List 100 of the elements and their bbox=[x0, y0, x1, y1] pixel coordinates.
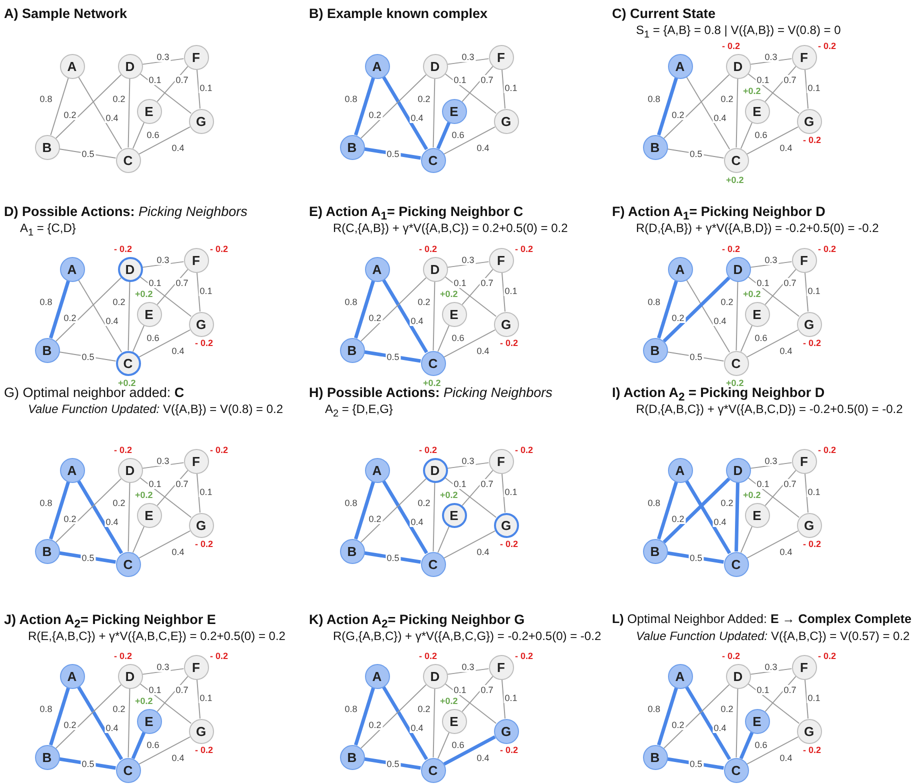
graph-edge bbox=[501, 678, 506, 720]
reward-label: +0.2 bbox=[726, 378, 744, 388]
edge-weight: 0.5 bbox=[386, 149, 400, 159]
graph-edge bbox=[437, 325, 450, 352]
edge-weight: 0.2 bbox=[62, 110, 78, 120]
edge-weight: 0.3 bbox=[460, 52, 476, 62]
edge-weight: 0.4 bbox=[410, 723, 424, 733]
graph-edge bbox=[804, 472, 809, 514]
graph-edge bbox=[132, 325, 145, 352]
edge-weight: 0.7 bbox=[174, 685, 190, 695]
graph-node: G bbox=[796, 718, 822, 744]
reward-label: - 0.2 bbox=[515, 244, 534, 254]
edge-weight: 0.4 bbox=[410, 113, 424, 123]
panel-formula: R(D,{A,B,C}) + γ*V({A,B,C,D}) = -0.2+0.5(0) = -0.2 bbox=[636, 402, 903, 417]
graph-node: C bbox=[724, 758, 748, 782]
graph-edge bbox=[196, 272, 201, 312]
graph-edge bbox=[354, 77, 375, 136]
edge-weight: 0.2 bbox=[112, 297, 126, 307]
graph-edge bbox=[432, 482, 436, 552]
edge-weight: 0.6 bbox=[450, 333, 466, 343]
graph-edge bbox=[360, 277, 427, 342]
graph-node: D bbox=[726, 664, 750, 688]
edge-weight: 0.4 bbox=[170, 346, 186, 356]
graph-edge bbox=[746, 329, 798, 358]
edge-weight: 0.4 bbox=[170, 753, 186, 763]
graph-node: F bbox=[184, 654, 208, 680]
edge-weight: 0.1 bbox=[452, 479, 468, 489]
edge-weight: 0.2 bbox=[368, 720, 382, 730]
graph-node: E bbox=[136, 302, 162, 326]
edge-weight: 0.4 bbox=[476, 547, 490, 557]
graph-edge bbox=[462, 470, 494, 506]
panel-title: K) Action A$_{2}$= Picking Neighbor G bbox=[309, 612, 525, 631]
graph-node: B bbox=[340, 338, 364, 362]
reward-label: +0.2 bbox=[118, 378, 136, 388]
panel-title: J) Action A$_{2}$= Picking Neighbor E bbox=[4, 612, 216, 631]
edge-weight: 0.4 bbox=[778, 547, 794, 557]
graph-edge bbox=[132, 122, 145, 149]
edge-weight: 0.5 bbox=[80, 759, 96, 769]
edge-weight: 0.3 bbox=[764, 52, 778, 62]
reward-label: - 0.2 bbox=[114, 445, 132, 455]
edge-weight: 0.2 bbox=[720, 297, 734, 307]
graph-node: C bbox=[724, 148, 748, 172]
graph-node: D bbox=[118, 256, 142, 282]
edge-weight: 0.1 bbox=[148, 479, 162, 489]
graph-edge bbox=[360, 74, 427, 139]
edge-weight: 0.4 bbox=[104, 316, 120, 326]
edge-weight: 0.2 bbox=[720, 704, 734, 714]
graph-edge bbox=[750, 668, 792, 675]
reward-label: +0.2 bbox=[743, 490, 761, 500]
graph-node: D bbox=[726, 256, 750, 282]
graph-edge bbox=[739, 732, 754, 760]
graph-edge bbox=[686, 279, 730, 353]
edge-weight: 0.3 bbox=[156, 255, 170, 265]
edge-weight: 0.1 bbox=[198, 487, 214, 497]
reward-label: - 0.2 bbox=[803, 338, 822, 348]
graph-node: C bbox=[420, 148, 446, 172]
graph-node: B bbox=[340, 538, 364, 564]
graph-node: F bbox=[792, 448, 816, 474]
edge-weight: 0.2 bbox=[720, 498, 734, 508]
edge-weight: 0.3 bbox=[156, 662, 170, 672]
graph-edge bbox=[142, 58, 184, 65]
edge-weight: 0.5 bbox=[80, 352, 96, 362]
edge-weight: 0.8 bbox=[344, 704, 358, 714]
graph-edge bbox=[138, 736, 190, 765]
edge-weight: 0.2 bbox=[720, 94, 734, 104]
edge-weight: 0.7 bbox=[480, 479, 494, 489]
graph-edge bbox=[657, 77, 678, 136]
graph-edge bbox=[747, 73, 800, 114]
graph-edge bbox=[142, 261, 184, 268]
reward-label: +0.2 bbox=[743, 86, 761, 96]
graph-node: B bbox=[34, 744, 60, 770]
edge-weight: 0.1 bbox=[806, 693, 822, 703]
edge-weight: 0.4 bbox=[476, 753, 490, 763]
graph-node: A bbox=[668, 664, 692, 688]
edge-weight: 0.1 bbox=[452, 278, 468, 288]
graph-edge bbox=[666, 148, 724, 159]
edge-weight: 0.1 bbox=[756, 685, 770, 695]
reward-label: +0.2 bbox=[440, 696, 458, 706]
reward-label: +0.2 bbox=[135, 289, 153, 299]
graph-edge bbox=[354, 481, 375, 540]
reward-label: - 0.2 bbox=[195, 745, 214, 755]
graph-edge bbox=[657, 687, 678, 746]
edge-weight: 0.7 bbox=[174, 278, 190, 288]
graph-node: C bbox=[724, 552, 748, 576]
graph-edge bbox=[49, 280, 70, 339]
graph-edge bbox=[446, 58, 490, 65]
edge-weight: 0.3 bbox=[460, 255, 476, 265]
graph-edge bbox=[462, 268, 494, 306]
graph-edge bbox=[740, 325, 753, 352]
graph-edge bbox=[740, 526, 753, 553]
edge-weight: 0.3 bbox=[764, 456, 778, 466]
graph-edge bbox=[501, 272, 506, 312]
graph-edge bbox=[747, 477, 800, 518]
graph-edge bbox=[142, 462, 184, 469]
reward-label: +0.2 bbox=[440, 490, 458, 500]
edge-weight: 0.1 bbox=[756, 479, 770, 489]
graph-node: B bbox=[642, 744, 668, 770]
graph-edge bbox=[736, 688, 738, 758]
panel-title: A) Sample Network bbox=[4, 6, 128, 21]
graph-edge bbox=[444, 683, 497, 724]
